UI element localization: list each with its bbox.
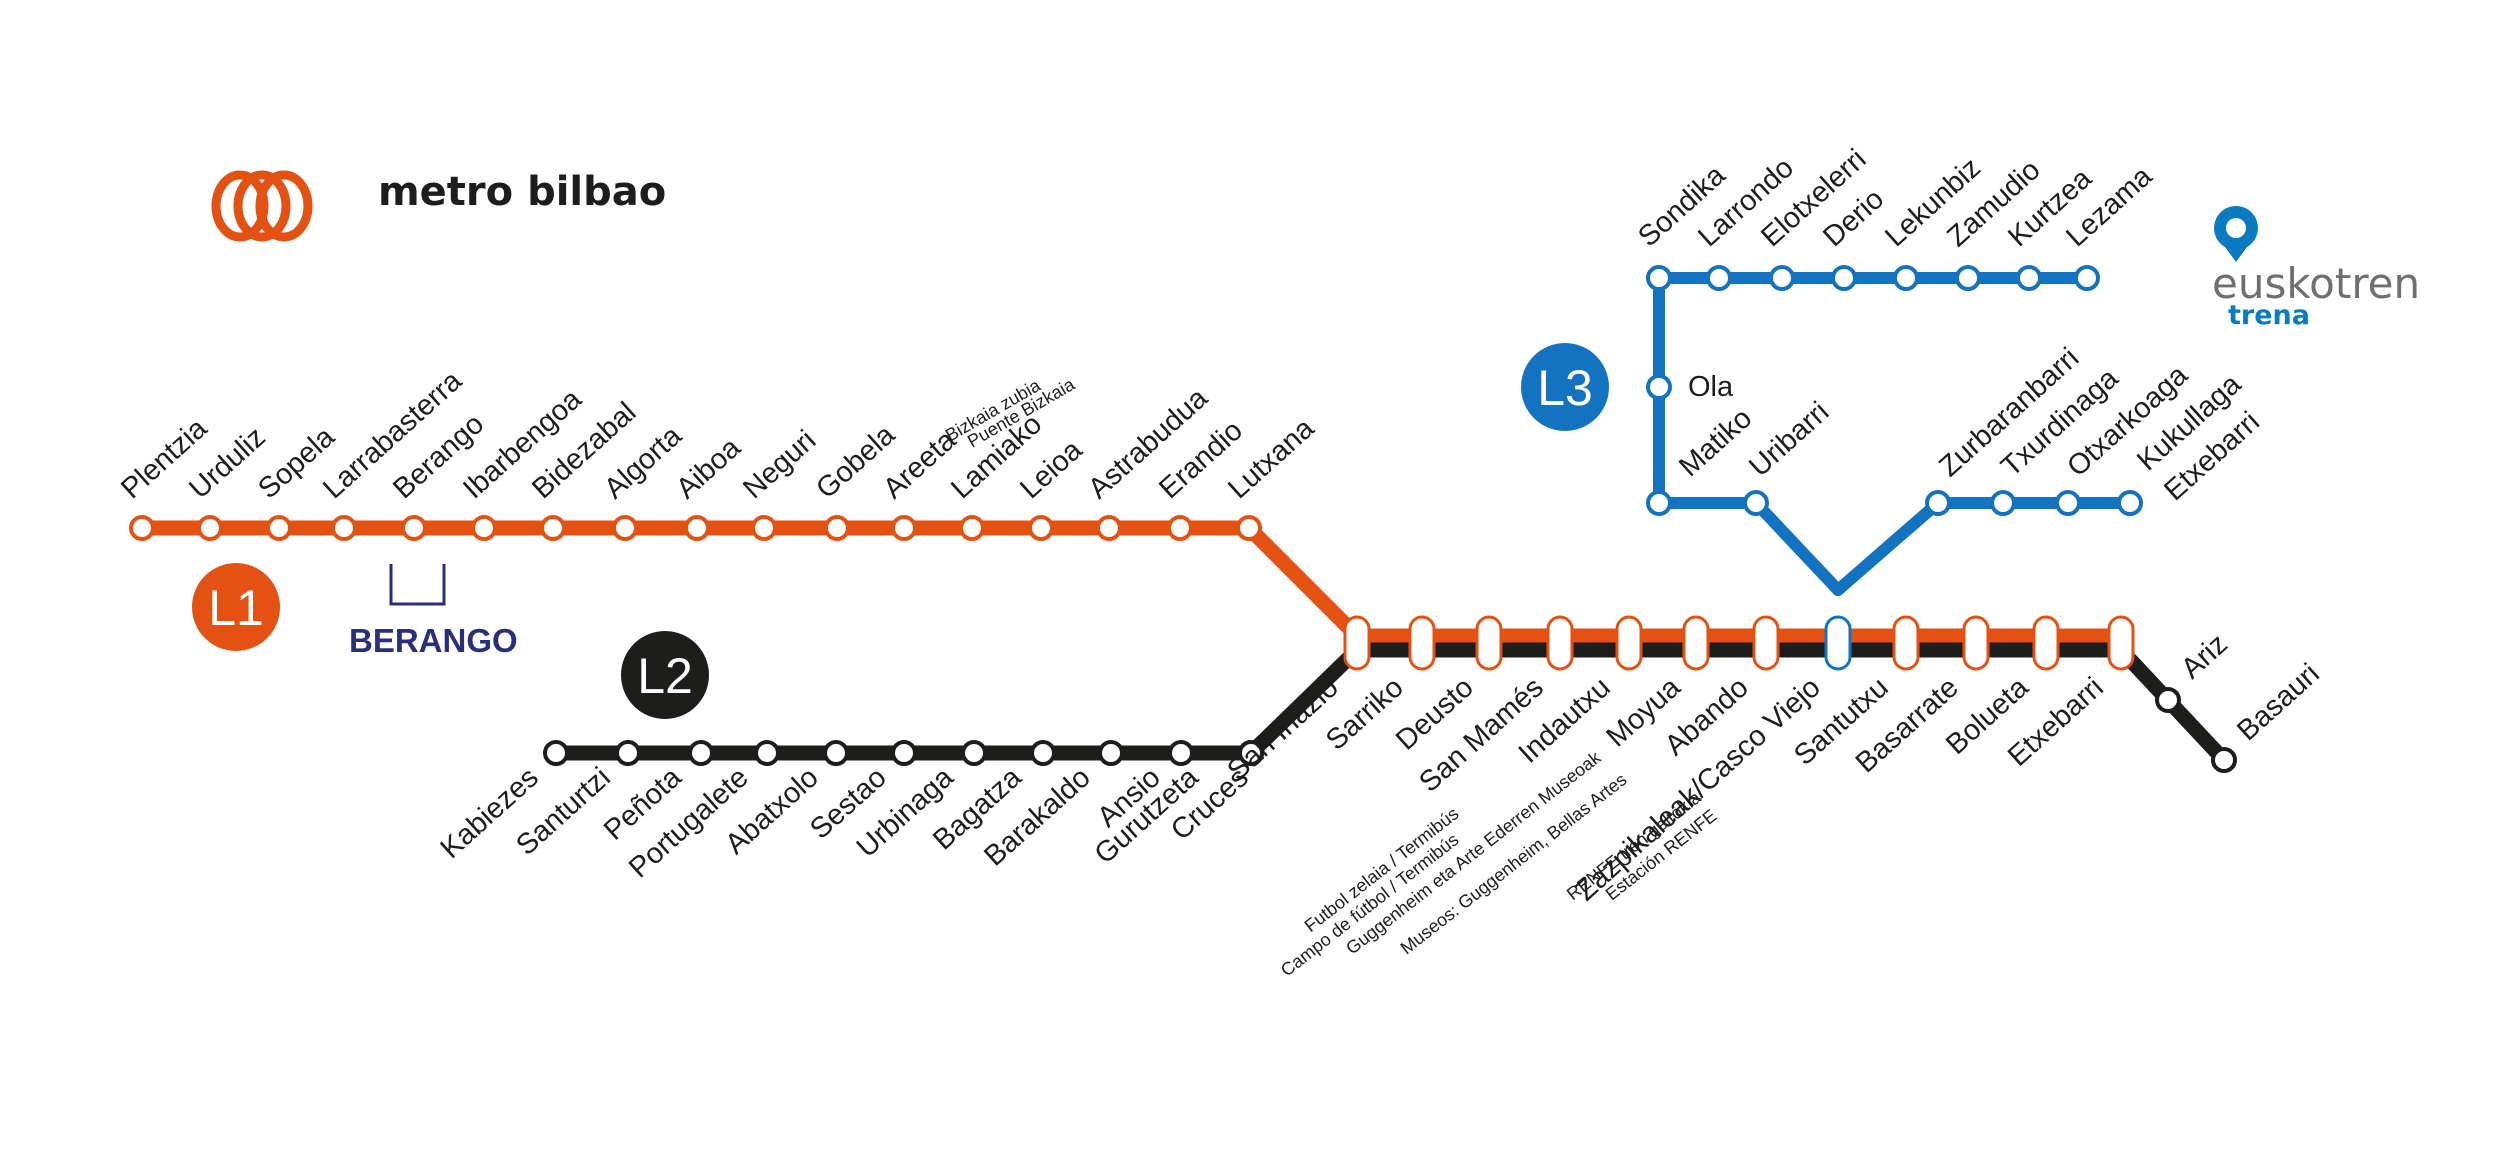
station-algorta[interactable] bbox=[612, 515, 638, 541]
station-etxebarri[interactable] bbox=[2107, 615, 2135, 671]
station-neguri[interactable] bbox=[751, 515, 777, 541]
station-uribarri[interactable] bbox=[1743, 490, 1769, 516]
label-ariz: Ariz bbox=[2175, 628, 2234, 685]
station-derio[interactable] bbox=[1831, 265, 1857, 291]
station-otxarkoaga[interactable] bbox=[2055, 490, 2081, 516]
station-zurbaranbarri[interactable] bbox=[1925, 490, 1951, 516]
station-barakaldo[interactable] bbox=[1098, 740, 1124, 766]
metro-bilbao-logo: metro bilbao bbox=[211, 169, 666, 242]
sublabel-moyua-eu: Guggenheim eta Arte Ederren Museoak bbox=[1342, 747, 1605, 959]
station-matiko[interactable] bbox=[1646, 490, 1672, 516]
station-areeta[interactable] bbox=[891, 515, 917, 541]
label-matiko: Matiko bbox=[1673, 402, 1758, 483]
station-berango[interactable] bbox=[401, 515, 427, 541]
station-cruces[interactable] bbox=[1238, 740, 1264, 766]
station-ariz[interactable] bbox=[2155, 687, 2181, 713]
station-ibarbengoa[interactable] bbox=[471, 515, 497, 541]
label-ola: Ola bbox=[1688, 371, 1734, 403]
station-san-inazio[interactable] bbox=[1343, 615, 1371, 671]
l3-badge: L3 bbox=[1521, 343, 1609, 431]
station-sopela[interactable] bbox=[266, 515, 292, 541]
station-abando[interactable] bbox=[1752, 615, 1780, 671]
station-lamiako[interactable] bbox=[959, 515, 985, 541]
l2-badge-text: L2 bbox=[637, 648, 693, 704]
station-abatxolo[interactable] bbox=[823, 740, 849, 766]
stations bbox=[129, 265, 2237, 773]
euskotren-sub: trena bbox=[2228, 300, 2310, 331]
station-moyua[interactable] bbox=[1682, 615, 1710, 671]
station-sestao[interactable] bbox=[891, 740, 917, 766]
label-uribarri: Uribarri bbox=[1743, 396, 1835, 483]
station-santurtzi[interactable] bbox=[615, 740, 641, 766]
label-basauri: Basauri bbox=[2231, 658, 2325, 748]
station-kukullaga[interactable] bbox=[2117, 490, 2143, 516]
station-astrabudua[interactable] bbox=[1096, 515, 1122, 541]
station-basauri[interactable] bbox=[2211, 747, 2237, 773]
station-zazpikaleak-casco-viejo[interactable] bbox=[1824, 615, 1852, 671]
metro-bilbao-rings-icon bbox=[211, 170, 313, 242]
l1-badge-text: L1 bbox=[208, 580, 264, 636]
station-bolueta[interactable] bbox=[2032, 615, 2060, 671]
station-sondika[interactable] bbox=[1646, 265, 1672, 291]
station-erandio[interactable] bbox=[1167, 515, 1193, 541]
station-larrondo[interactable] bbox=[1706, 265, 1732, 291]
euskotren-logo: euskotren trena bbox=[2212, 206, 2420, 331]
station-kurtzea[interactable] bbox=[2016, 265, 2042, 291]
euskotren-pin-icon bbox=[2214, 206, 2258, 262]
station-lekunbiz[interactable] bbox=[1893, 265, 1919, 291]
euskotren-name: euskotren bbox=[2212, 259, 2420, 308]
label-neguri: Neguri bbox=[737, 424, 822, 505]
station-kabiezes[interactable] bbox=[543, 740, 569, 766]
station-larrabasterra[interactable] bbox=[331, 515, 357, 541]
l1-badge: L1 bbox=[192, 563, 280, 651]
l3-badge-text: L3 bbox=[1537, 360, 1593, 416]
l2-badge: L2 bbox=[621, 631, 709, 719]
station-santutxu[interactable] bbox=[1892, 615, 1920, 671]
station-zamudio[interactable] bbox=[1955, 265, 1981, 291]
station-lezama[interactable] bbox=[2074, 265, 2100, 291]
station-elotxelerri[interactable] bbox=[1769, 265, 1795, 291]
station-gobela[interactable] bbox=[824, 515, 850, 541]
station-leioa[interactable] bbox=[1028, 515, 1054, 541]
station-sarriko[interactable] bbox=[1408, 615, 1436, 671]
station-plentzia[interactable] bbox=[129, 515, 155, 541]
station-urbinaga[interactable] bbox=[961, 740, 987, 766]
station-penota[interactable] bbox=[688, 740, 714, 766]
station-aiboa[interactable] bbox=[684, 515, 710, 541]
station-indautxu[interactable] bbox=[1615, 615, 1643, 671]
station-ola[interactable] bbox=[1646, 374, 1672, 400]
metro-bilbao-logo-text: metro bilbao bbox=[378, 169, 666, 215]
station-txurdinaga[interactable] bbox=[1990, 490, 2016, 516]
station-ansio[interactable] bbox=[1168, 740, 1194, 766]
station-bidezabal[interactable] bbox=[540, 515, 566, 541]
sublabel-sanmames-es: Campo de fútbol / Termibús bbox=[1277, 829, 1463, 980]
station-deusto[interactable] bbox=[1475, 615, 1503, 671]
station-portugalete[interactable] bbox=[754, 740, 780, 766]
berango-label: BERANGO bbox=[349, 622, 518, 659]
station-lutxana[interactable] bbox=[1236, 515, 1262, 541]
station-san-mames[interactable] bbox=[1546, 615, 1574, 671]
berango-marker: BERANGO bbox=[349, 564, 518, 659]
station-bagatza[interactable] bbox=[1030, 740, 1056, 766]
station-urduliz[interactable] bbox=[197, 515, 223, 541]
station-basarrate[interactable] bbox=[1962, 615, 1990, 671]
